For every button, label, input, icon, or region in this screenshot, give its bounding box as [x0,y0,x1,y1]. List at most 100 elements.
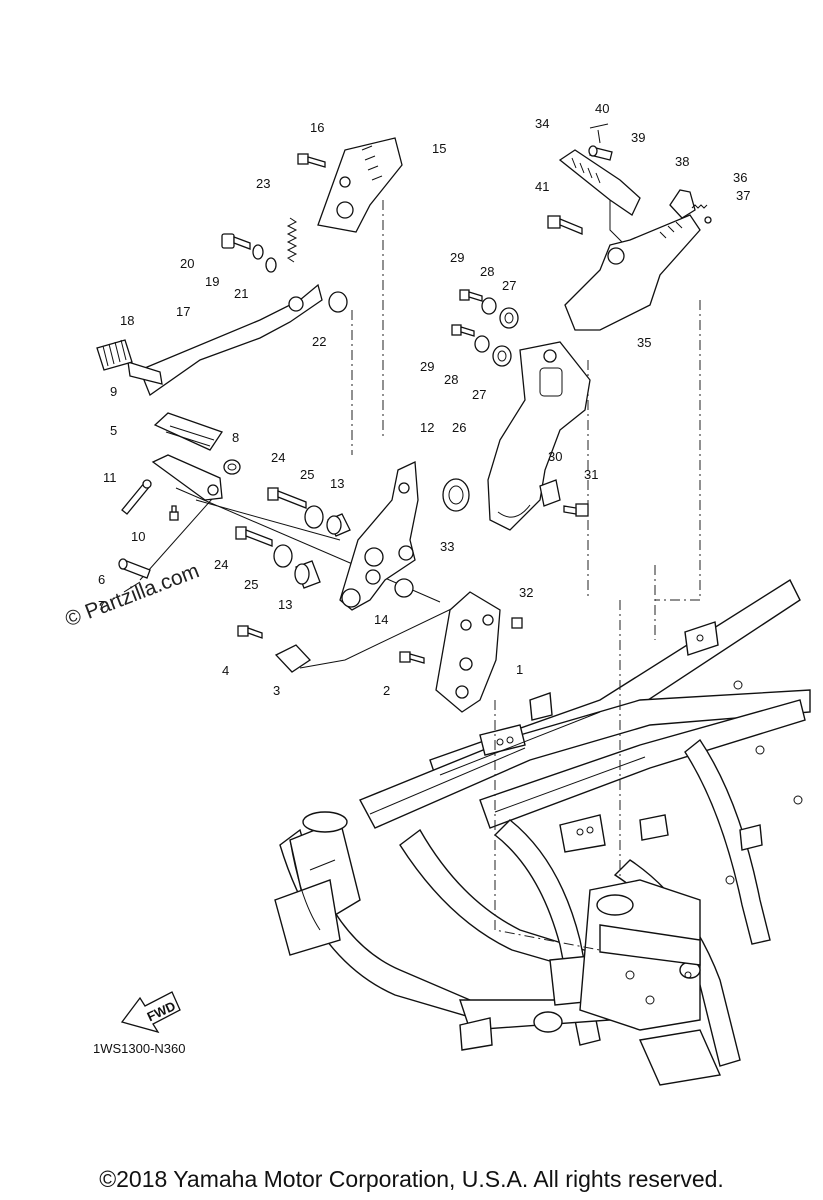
callout: 30 [548,449,562,464]
part-31-bolt [563,503,589,517]
assembly-lines [351,200,701,951]
callout: 27 [502,278,516,293]
part-27-damper-upper [499,307,519,329]
callout: 11 [103,470,117,485]
callout: 28 [480,264,494,279]
part-9-footrest-rubber [153,412,224,451]
callout: 20 [180,256,194,271]
part-7-cotter-pin [123,581,141,593]
callout: 31 [584,467,598,482]
callout: 40 [595,101,609,116]
part-2-bolt [399,651,425,664]
part-11-pin [121,479,152,515]
part-8-spring [223,459,241,475]
callout: 38 [675,154,689,169]
callout: 7 [98,598,105,613]
callout: 28 [444,372,458,387]
callout: 6 [98,572,105,587]
part-32-bolt [511,617,523,629]
part-34-rear-peg [558,149,641,216]
part-13-collar-lower [294,560,321,589]
part-16-bolt [297,153,326,168]
part-6-pin [118,558,151,579]
part-21-washer [265,257,277,273]
part-28-collar-upper [481,297,497,315]
callout: 29 [450,250,464,265]
part-1-plate [435,591,501,713]
part-17-pedal [127,283,323,397]
callout: 17 [176,304,190,319]
callout: 13 [330,476,344,491]
callout: 36 [733,170,747,185]
part-22-washer [328,291,348,313]
callout: 24 [214,557,228,572]
callout: 41 [535,179,549,194]
part-13-collar-upper [326,513,351,537]
part-37-ball [704,216,712,224]
part-10-bolt [169,505,179,521]
callout: 37 [736,188,750,203]
part-24-bolt-upper [267,487,307,509]
callout: 5 [110,423,117,438]
part-20-bolt [221,233,251,250]
part-18-pedal-rubber [96,339,133,371]
callout: 27 [472,387,486,402]
callout: 25 [244,577,258,592]
diagram-code: 1WS1300-N360 [93,1041,186,1056]
part-27-damper-lower [492,345,512,367]
part-28-collar-lower [474,335,490,353]
callout: 34 [535,116,549,131]
part-41-bolt [547,215,583,235]
part-38-bracket [669,189,696,219]
callout: 24 [271,450,285,465]
part-14-collar [394,578,414,598]
callout: 3 [273,683,280,698]
part-4-bolt [237,625,263,639]
callout: 25 [300,467,314,482]
part-26-passenger-bracket [487,341,591,531]
part-15-heel-guard [317,137,403,233]
part-19-washer [252,244,264,260]
part-33-bushing [442,478,470,512]
callout: 16 [310,120,324,135]
part-29-bolt-upper [459,289,483,302]
part-40-cotter-pin [589,123,609,129]
callout: 4 [222,663,229,678]
part-25-washer-upper [304,505,324,529]
motorcycle-frame [274,578,811,1086]
part-35-rear-footrest-bracket [564,214,701,331]
part-3-bracket [274,644,311,673]
part-29-bolt-lower [451,324,475,337]
callout: 21 [234,286,248,301]
part-12-footrest-bracket [339,461,419,611]
callout: 18 [120,313,134,328]
callout: 12 [420,420,434,435]
callout: 15 [432,141,446,156]
fwd-arrow-icon: FWD [120,991,181,1034]
callout: 23 [256,176,270,191]
callout: 2 [383,683,390,698]
callout: 14 [374,612,388,627]
part-24-bolt-lower [235,526,273,547]
callout: 8 [232,430,239,445]
callout-labels: 1 2 3 4 5 6 7 8 9 10 11 12 13 13 14 15 1… [98,101,750,698]
callout: 29 [420,359,434,374]
callout: 32 [519,585,533,600]
copyright-notice: ©2018 Yamaha Motor Corporation, U.S.A. A… [99,1166,724,1192]
part-30-clip [539,479,561,507]
callout: 26 [452,420,466,435]
callout: 10 [131,529,145,544]
callout: 9 [110,384,117,399]
callout: 35 [637,335,651,350]
callout: 22 [312,334,326,349]
callout: 39 [631,130,645,145]
callout: 1 [516,662,523,677]
part-39-pin [588,145,613,161]
callout: 19 [205,274,219,289]
part-5-footrest [151,454,223,501]
part-36-spring [691,204,708,209]
part-23-spring [286,217,298,263]
part-25-washer-lower [273,544,293,568]
callout: 33 [440,539,454,554]
